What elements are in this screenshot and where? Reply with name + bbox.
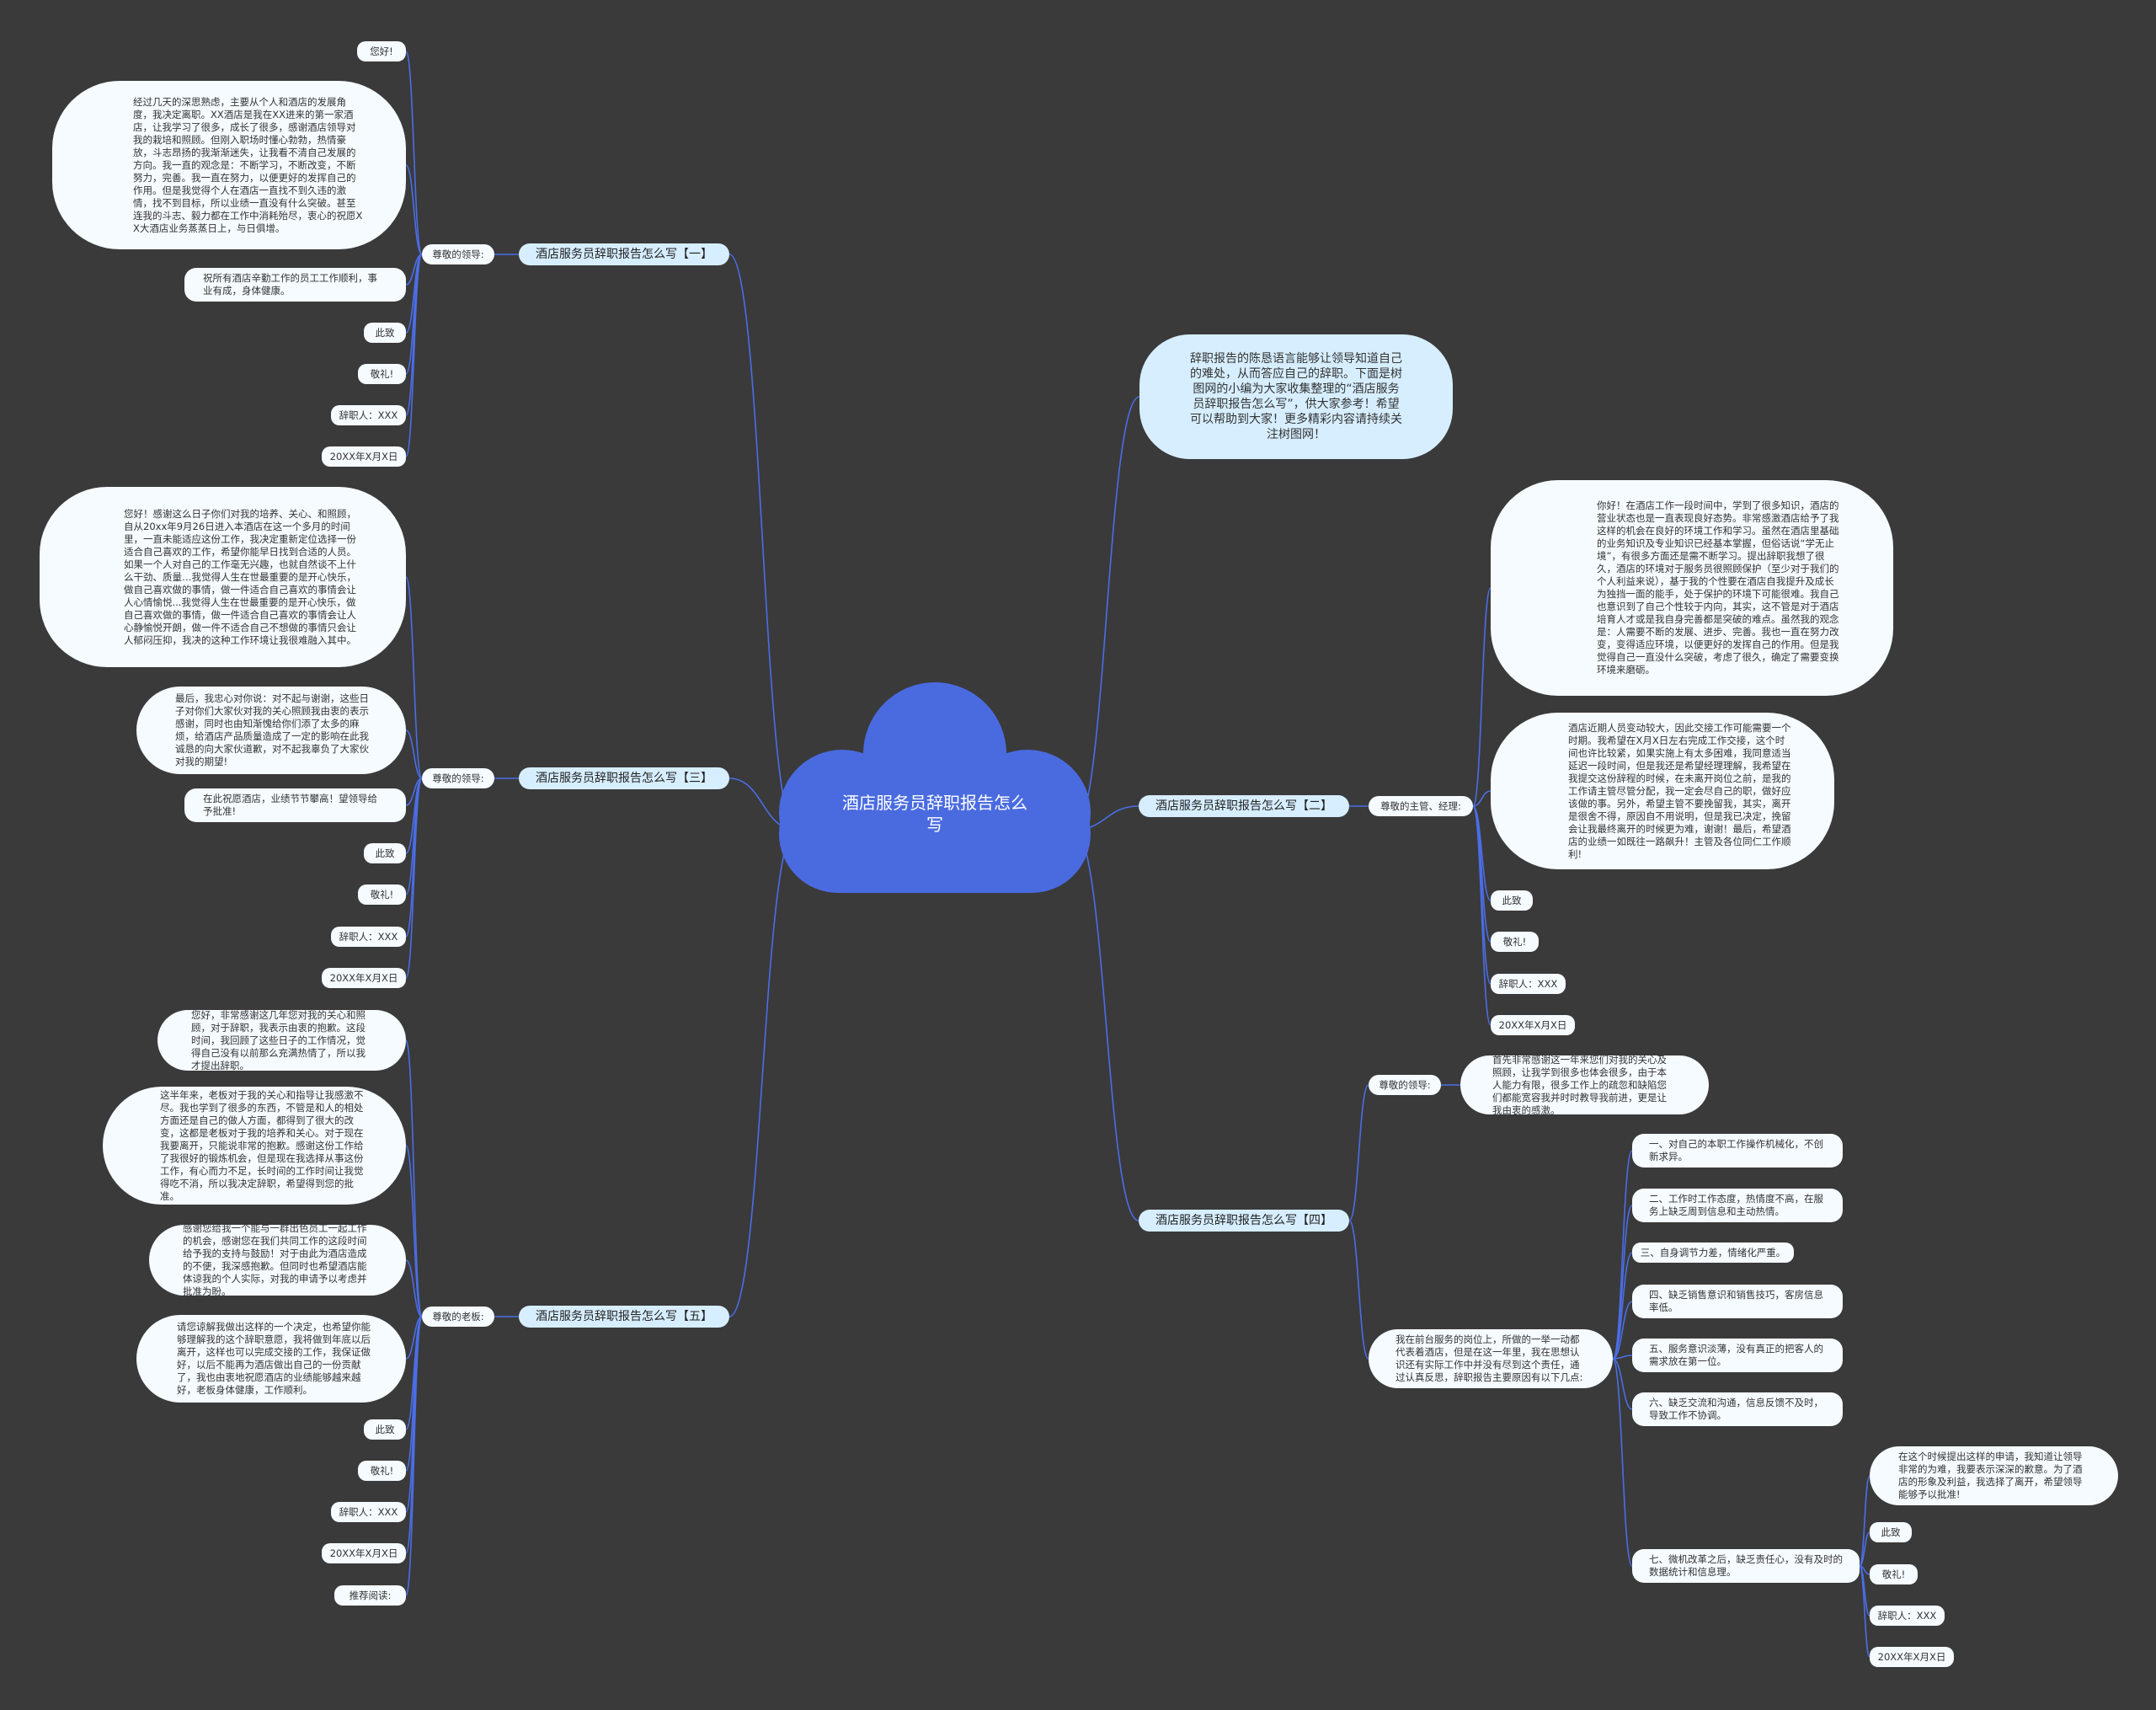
b3-item-2[interactable]: 在此祝愿酒店，业绩节节攀高！望领导给予批准! xyxy=(184,788,406,822)
b3-item-5[interactable]: 辞职人：XXX xyxy=(331,927,406,947)
b4d-link-1 xyxy=(1859,1531,1870,1567)
root-left-link-2 xyxy=(728,829,797,1317)
b4-tail-3[interactable]: 辞职人：XXX xyxy=(1870,1606,1945,1626)
b5-item-8[interactable]: 推荐阅读: xyxy=(334,1585,406,1606)
b4c-link-4 xyxy=(1612,1355,1633,1360)
b2-link-0 xyxy=(1472,587,1492,807)
b5-item-1[interactable]: 这半年来，老板对于我的关心和指导让我感激不尽。我也学到了很多的东西，不管是和人的… xyxy=(103,1087,406,1205)
b4c-link-2 xyxy=(1612,1252,1633,1360)
b1-item-6[interactable]: 20XX年X月X日 xyxy=(322,446,406,467)
b5-item-5[interactable]: 敬礼! xyxy=(358,1461,406,1481)
b4-point-1[interactable]: 二、工作时工作态度，热情度不高，在服务上缺乏周到信息和主动热情。 xyxy=(1632,1189,1843,1222)
intro-node[interactable]: 辞职报告的陈恳语言能够让领导知道自己的难处，从而答应自己的辞职。下面是树图网的小… xyxy=(1139,334,1453,459)
b3-link-0 xyxy=(405,576,423,779)
branch-3[interactable]: 酒店服务员辞职报告怎么写【三】 xyxy=(519,767,729,789)
b5-link-2 xyxy=(405,1259,423,1317)
branch-2-salutation[interactable]: 尊敬的主管、经理: xyxy=(1369,796,1473,816)
b2-item-1[interactable]: 酒店近期人员变动较大，因此交接工作可能需要一个时期。我希望在X月X日左右完成工作… xyxy=(1491,713,1834,869)
b5-item-6[interactable]: 辞职人：XXX xyxy=(331,1502,406,1522)
branch-3-salutation[interactable]: 尊敬的领导: xyxy=(422,768,494,788)
b4d-link-4 xyxy=(1859,1565,1870,1658)
b5-link-6 xyxy=(405,1316,423,1513)
b5-item-0[interactable]: 您好，非常感谢这几年您对我的关心和照顾，对于辞职，我表示由衷的抱歉。这段时间，我… xyxy=(157,1009,406,1071)
branch-5-salutation[interactable]: 尊敬的老板: xyxy=(422,1307,494,1327)
b4-tail-2[interactable]: 敬礼! xyxy=(1870,1564,1918,1584)
root-node[interactable]: 酒店服务员辞职报告怎么写 xyxy=(745,674,1124,893)
b1-item-2[interactable]: 祝所有酒店辛勤工作的员工工作顺利，事业有成，身体健康。 xyxy=(184,268,406,302)
b3-item-4[interactable]: 敬礼! xyxy=(358,884,406,905)
b4a-link-0 xyxy=(1348,1084,1369,1221)
b5-link-3 xyxy=(405,1316,423,1360)
b2-item-0[interactable]: 你好！在酒店工作一段时间中，学到了很多知识，酒店的营业状态也是一直表现良好态势。… xyxy=(1491,480,1893,696)
b4-point-2[interactable]: 三、自身调节力差，情绪化严重。 xyxy=(1632,1242,1794,1263)
b1-item-5[interactable]: 辞职人：XXX xyxy=(331,405,406,425)
b5-link-0 xyxy=(405,1039,423,1317)
branch-4-label: 酒店服务员辞职报告怎么写【四】 xyxy=(1155,1213,1332,1227)
b4-point-0[interactable]: 一、对自己的本职工作操作机械化，不创新求异。 xyxy=(1632,1134,1843,1168)
branch-2-label: 酒店服务员辞职报告怎么写【二】 xyxy=(1155,799,1332,813)
b4a-link-1 xyxy=(1348,1220,1369,1360)
b1-link-0 xyxy=(405,51,423,255)
branch-5-label: 酒店服务员辞职报告怎么写【五】 xyxy=(536,1309,712,1323)
b2-item-5[interactable]: 20XX年X月X日 xyxy=(1491,1015,1575,1035)
b2-link-5 xyxy=(1472,805,1492,1026)
b5-item-7[interactable]: 20XX年X月X日 xyxy=(322,1543,406,1563)
branch-1-label: 酒店服务员辞职报告怎么写【一】 xyxy=(536,247,712,261)
b5-item-3[interactable]: 请您谅解我做出这样的一个决定，也希望你能够理解我的这个辞职意愿，我将做到年底以后… xyxy=(136,1315,406,1403)
intro-text: 辞职报告的陈恳语言能够让领导知道自己的难处，从而答应自己的辞职。下面是树图网的小… xyxy=(1190,352,1402,441)
branch-2[interactable]: 酒店服务员辞职报告怎么写【二】 xyxy=(1139,795,1349,817)
branch-4[interactable]: 酒店服务员辞职报告怎么写【四】 xyxy=(1139,1210,1349,1232)
b4-sub1-text[interactable]: 首先非常感谢这一年来您们对我的关心及照顾，让我学到很多也体会很多，由于本人能力有… xyxy=(1460,1054,1709,1116)
branch-5[interactable]: 酒店服务员辞职报告怎么写【五】 xyxy=(519,1306,729,1328)
b3-link-5 xyxy=(405,778,423,938)
b1-link-1 xyxy=(405,164,423,255)
b3-item-1[interactable]: 最后，我忠心对你说：对不起与谢谢，这些日子对你们大家伙对我的关心照顾我由衷的表示… xyxy=(136,687,406,774)
b4-point-5[interactable]: 六、缺乏交流和沟通，信息反馈不及时，导致工作不协调。 xyxy=(1632,1392,1843,1426)
b2-item-2[interactable]: 此致 xyxy=(1491,890,1533,911)
b3-item-0[interactable]: 您好！感谢这么日子你们对我的培养、关心、和照顾，自从20xx年9月26日进入本酒… xyxy=(40,487,406,667)
branch-1-salutation[interactable]: 尊敬的领导: xyxy=(422,244,494,265)
b4c-link-6 xyxy=(1612,1358,1633,1567)
b3-link-1 xyxy=(405,729,423,779)
b4-point-6[interactable]: 七、微机改革之后，缺乏责任心，没有及时的数据统计和信息理。 xyxy=(1632,1549,1860,1583)
b4-point-4[interactable]: 五、服务意识淡薄，没有真正的把客人的需求放在第一位。 xyxy=(1632,1339,1843,1372)
b4c-link-3 xyxy=(1612,1301,1633,1360)
b1-item-3[interactable]: 此致 xyxy=(364,323,406,343)
branch-3-label: 酒店服务员辞职报告怎么写【三】 xyxy=(536,771,712,785)
b2-link-1 xyxy=(1472,790,1492,807)
b1-item-0[interactable]: 您好! xyxy=(357,41,406,61)
b4c-link-1 xyxy=(1612,1205,1633,1360)
b4-tail-0[interactable]: 在这个时候提出这样的申请，我知道让领导非常的为难，我要表示深深的歉意。为了酒店的… xyxy=(1870,1446,2118,1505)
branch-1[interactable]: 酒店服务员辞职报告怎么写【一】 xyxy=(519,243,729,265)
b3-item-6[interactable]: 20XX年X月X日 xyxy=(322,968,406,988)
b1-link-6 xyxy=(405,254,423,457)
cloud-fill xyxy=(779,682,1091,893)
b1-item-4[interactable]: 敬礼! xyxy=(358,364,406,384)
b4-tail-1[interactable]: 此致 xyxy=(1870,1522,1912,1542)
b3-item-3[interactable]: 此致 xyxy=(364,843,406,863)
b5-link-8 xyxy=(405,1316,423,1596)
cloud-shape-icon xyxy=(779,682,1091,893)
b4c-link-5 xyxy=(1612,1358,1633,1410)
b4-point-3[interactable]: 四、缺乏销售意识和销售技巧，客房信息率低。 xyxy=(1632,1285,1843,1318)
b2-item-4[interactable]: 辞职人：XXX xyxy=(1491,974,1566,994)
b1-item-1[interactable]: 经过几天的深思熟虑，主要从个人和酒店的发展角度，我决定离职。XX酒店是我在XX进… xyxy=(52,81,406,249)
b5-item-4[interactable]: 此致 xyxy=(364,1419,406,1440)
b5-link-1 xyxy=(405,1145,423,1317)
b1-link-5 xyxy=(405,254,423,416)
b4-sub2-text[interactable]: 我在前台服务的岗位上，所做的一举一动都代表着酒店，但是在这一年里，我在思想认识还… xyxy=(1369,1329,1613,1388)
b2-item-3[interactable]: 敬礼! xyxy=(1491,932,1539,952)
branch-4-salutation[interactable]: 尊敬的领导: xyxy=(1369,1075,1441,1095)
b4d-link-0 xyxy=(1859,1475,1870,1567)
b4-tail-4[interactable]: 20XX年X月X日 xyxy=(1870,1647,1954,1667)
b5-item-2[interactable]: 感谢您给我一个能与一群出色员工一起工作的机会，感谢您在我们共同工作的这段时间给予… xyxy=(149,1222,406,1297)
b2-link-4 xyxy=(1472,805,1492,985)
b3-link-6 xyxy=(405,778,423,979)
root-title: 酒店服务员辞职报告怎么写 xyxy=(842,793,1027,835)
